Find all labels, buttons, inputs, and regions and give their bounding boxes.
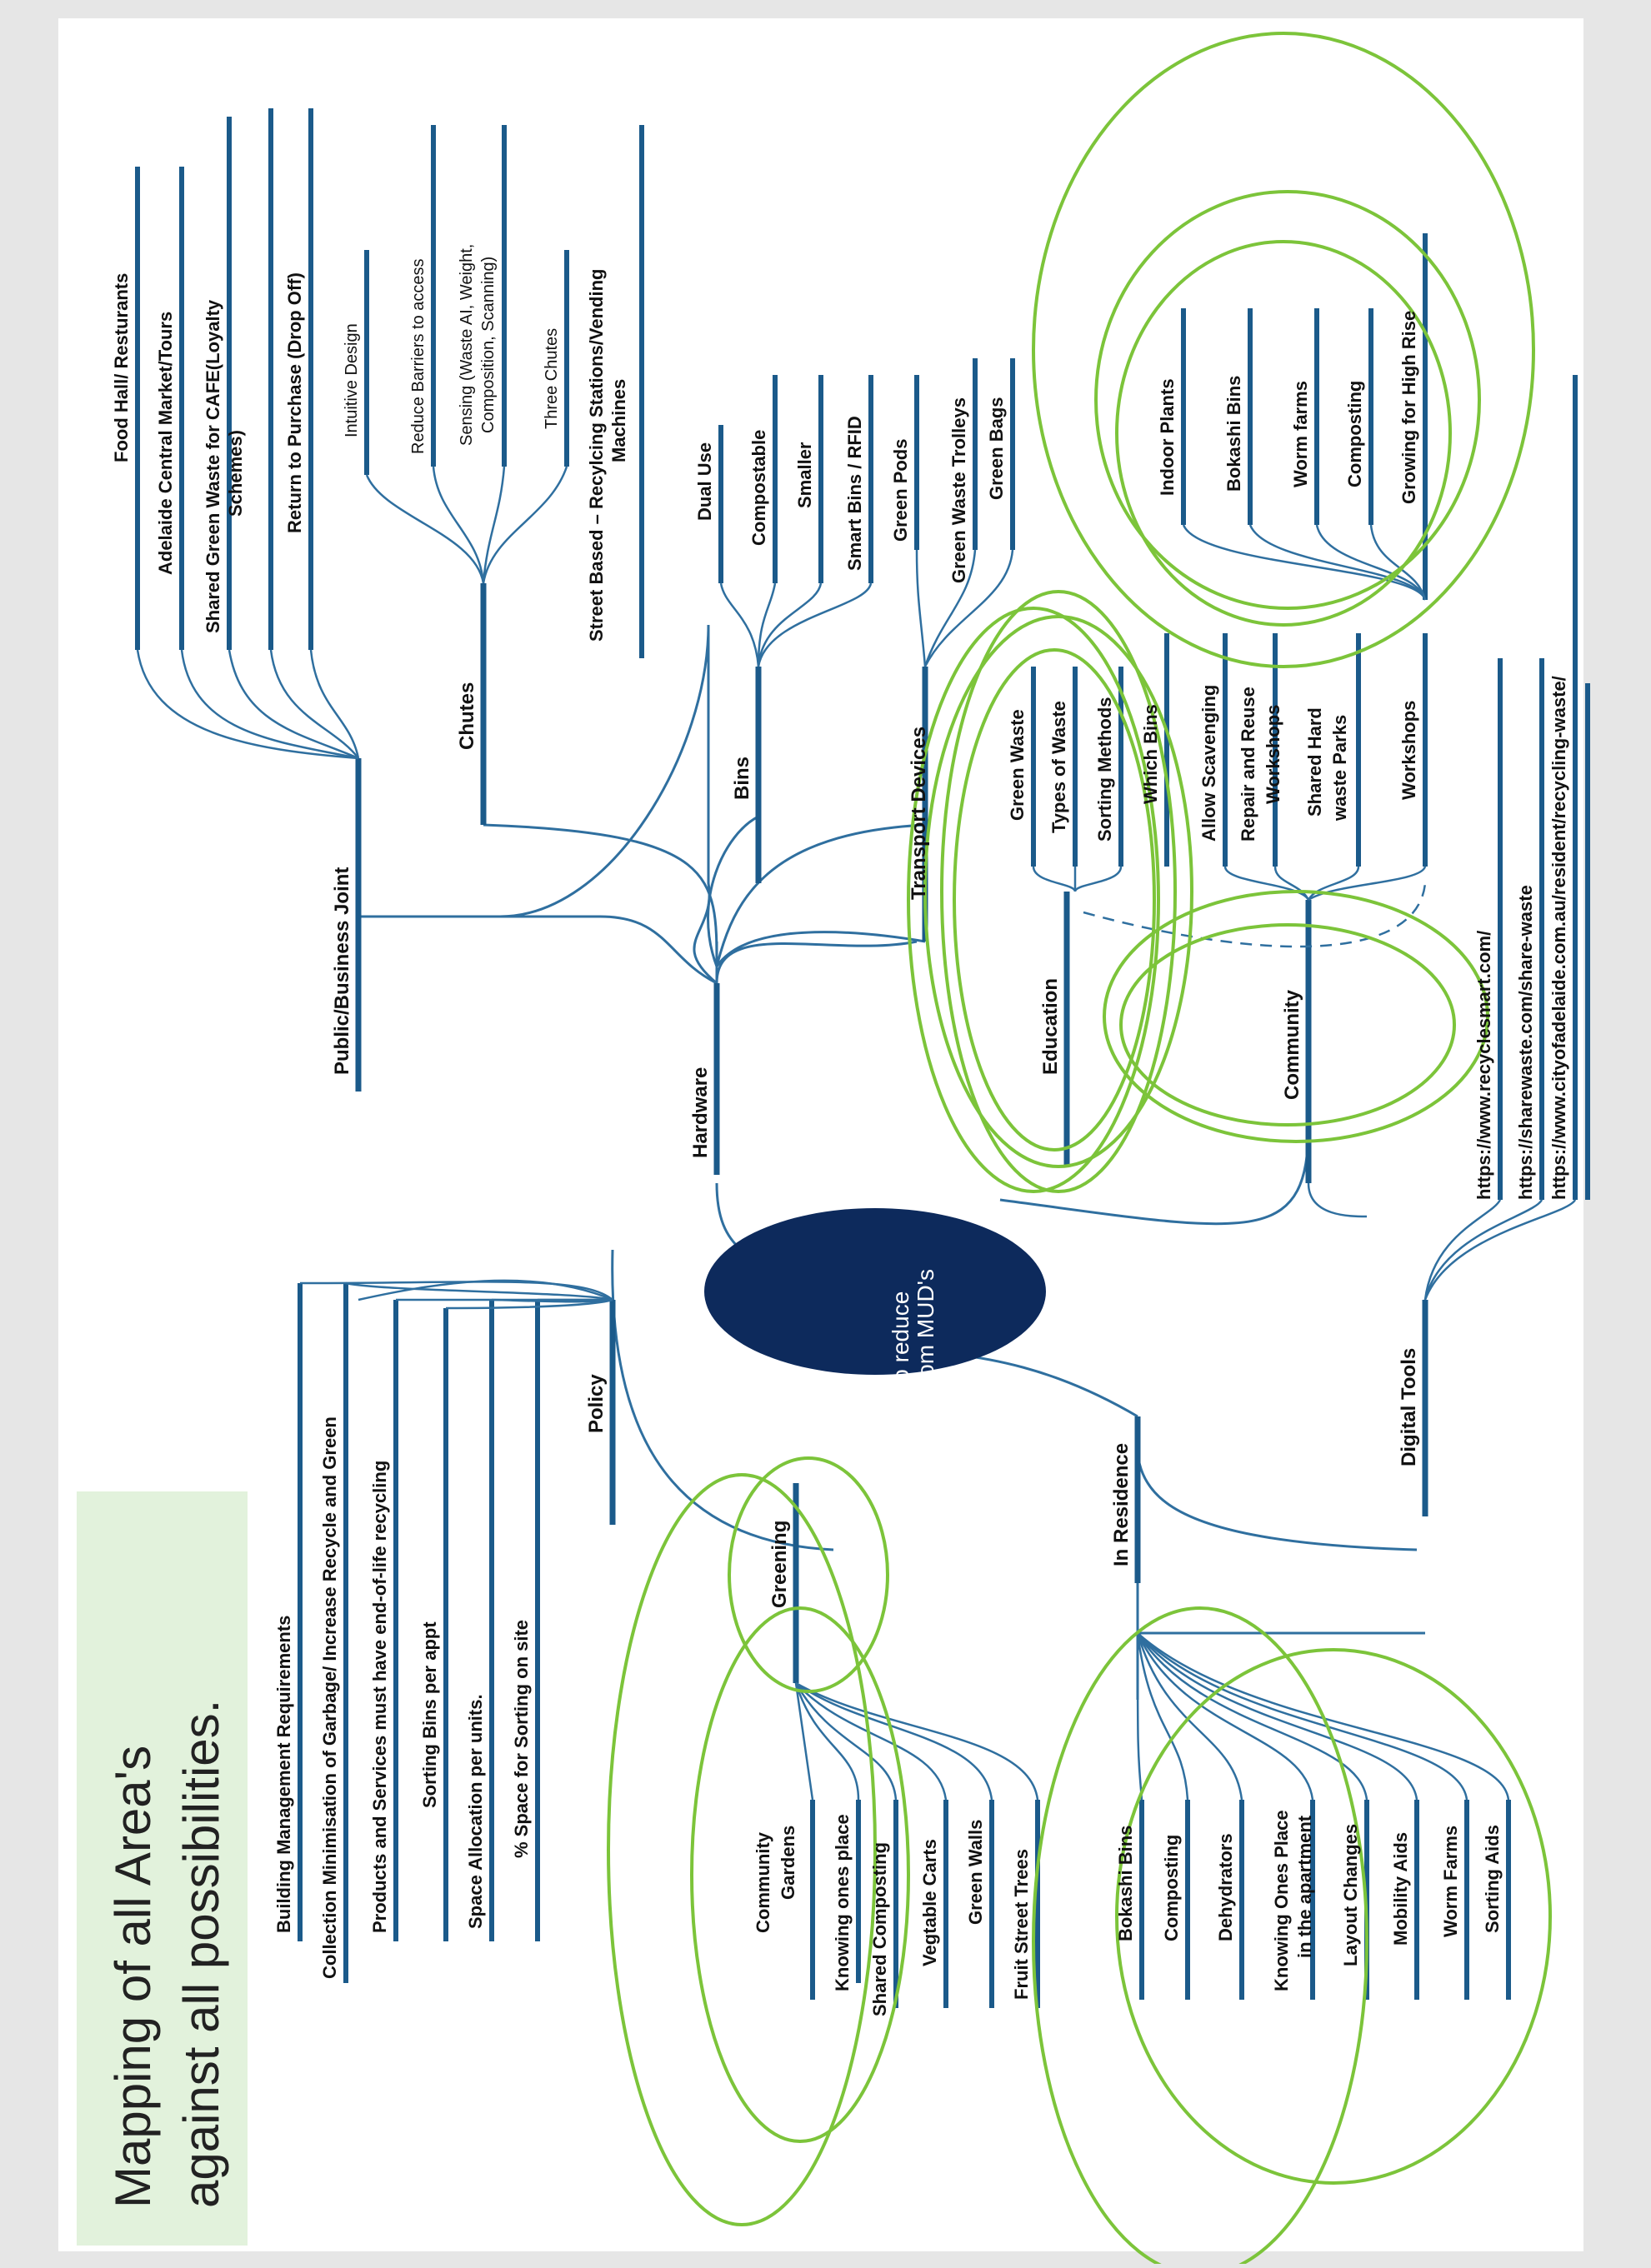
leaf-transport-2: Green Waste Trolleys xyxy=(948,397,969,583)
leaf-residence-6: Mobility Aids xyxy=(1390,1832,1411,1946)
center-text-line-1: How to reduce xyxy=(888,1291,913,1442)
leaf-street-2: Machines xyxy=(608,379,629,462)
leaf-policy-2: Collection Minimisation of Garbage/ Incr… xyxy=(319,1416,340,1979)
leaf-highrise-2: Bokashi Bins xyxy=(1223,376,1244,492)
leaf-greening-2: Knowing ones place xyxy=(832,1814,853,1991)
hub-label-policy: Policy xyxy=(585,1374,608,1433)
leaf-community-3b: waste Parks xyxy=(1329,715,1350,822)
hub-label-education: Education xyxy=(1039,978,1062,1075)
leaf-residence-4b: in the apartment xyxy=(1294,1815,1315,1958)
leaf-highrise-5: Growing for High Rise xyxy=(1398,311,1419,504)
hub-label-hardware: Hardware xyxy=(689,1067,712,1158)
leaf-policy-3: Products and Services must have end-of-l… xyxy=(369,1461,390,1933)
leaf-policy-6: % Space for Sorting on site xyxy=(511,1620,532,1858)
leaf-public-4: Return to Purchase (Drop Off) xyxy=(284,272,305,533)
leaf-bars xyxy=(135,108,1590,2008)
leaf-bins-2: Compostable xyxy=(748,430,769,546)
hub-label-transport: Transport Devices xyxy=(908,727,930,900)
leaf-policy-5: Space Allocation per units. xyxy=(465,1694,486,1929)
leaf-policy-1: Building Management Requirements xyxy=(273,1616,294,1933)
leaf-digital-3: https://www.cityofadelaide.com.au/reside… xyxy=(1548,676,1569,1200)
title-line-2: against all possibilities. xyxy=(173,1700,229,2208)
highlight-circles xyxy=(607,32,1552,2268)
leaf-residence-4a: Knowing Ones Place xyxy=(1271,1810,1292,1991)
fan-connectors xyxy=(136,466,1577,1801)
leaf-residence-8: Sorting Aids xyxy=(1482,1825,1503,1933)
leaf-residence-1: Bokashi Bins xyxy=(1115,1826,1136,1941)
leaf-highrise-1: Indoor Plants xyxy=(1157,378,1178,496)
leaf-chutes-2: Reduce Barriers to access xyxy=(409,258,428,454)
leaf-public-3a: Shared Green Waste for CAFE(Loyalty xyxy=(203,299,223,633)
center-node xyxy=(704,1208,1046,1375)
leaf-education-3: Sorting Methods xyxy=(1094,697,1115,842)
title-panel xyxy=(77,1491,248,2246)
hub-label-public: Public/Business Joint xyxy=(331,867,353,1075)
hub-label-greening: Greening xyxy=(768,1521,791,1608)
leaf-greening-6: Fruit Street Trees xyxy=(1011,1849,1032,2000)
hub-label-chutes: Chutes xyxy=(456,682,478,750)
leaf-digital-2: https://sharewaste.com/share-waste xyxy=(1515,885,1536,1200)
center-text-line-2: landfill from MUD's xyxy=(913,1269,938,1464)
hub-label-in-residence: In Residence xyxy=(1110,1443,1133,1566)
leaf-bins-3: Smaller xyxy=(794,442,815,508)
leaf-highrise-4: Composting xyxy=(1344,381,1365,487)
leaf-transport-3: Green Bags xyxy=(986,397,1007,501)
leaf-chutes-4: Three Chutes xyxy=(543,328,561,429)
leaf-education-2: Types of Waste xyxy=(1048,701,1069,833)
leaf-public-1: Food Hall/ Resturants xyxy=(111,273,132,462)
title-line-1: Mapping of all Area's xyxy=(105,1746,161,2208)
leaf-education-1: Green Waste xyxy=(1007,709,1028,821)
leaf-greening-3: Shared Composting xyxy=(869,1842,890,2016)
leaf-community-3a: Shared Hard xyxy=(1304,707,1325,817)
leaf-community-1: Allow Scavenging xyxy=(1198,685,1219,842)
leaf-street-1: Street Based – Recylcing Stations/Vendin… xyxy=(586,269,607,642)
leaf-chutes-3a: Sensing (Waste AI, Weight, xyxy=(458,244,476,446)
leaf-public-3b: Schemes) xyxy=(225,430,246,517)
leaf-greening-1b: Gardens xyxy=(778,1826,798,1900)
leaf-residence-2: Composting xyxy=(1161,1835,1182,1941)
leaf-residence-7: Worm Farms xyxy=(1440,1826,1461,1937)
leaf-policy-4: Sorting Bins per appt xyxy=(419,1621,440,1808)
leaf-chutes-1: Intuitive Design xyxy=(343,323,361,437)
hub-label-bins: Bins xyxy=(731,757,753,800)
leaf-residence-5: Layout Changes xyxy=(1340,1824,1361,1966)
leaf-greening-1a: Community xyxy=(753,1831,773,1933)
leaf-transport-1: Green Pods xyxy=(890,439,911,542)
leaf-residence-3: Dehydrators xyxy=(1215,1833,1236,1941)
leaf-education-4: Which Bins xyxy=(1140,704,1161,804)
leaf-bins-4: Smart Bins / RFID xyxy=(844,416,865,571)
leaf-community-2a: Repair and Reuse xyxy=(1238,687,1258,842)
leaf-greening-5: Green Walls xyxy=(965,1820,986,1925)
leaf-community-2b: Workshops xyxy=(1263,705,1283,804)
leaf-chutes-3b: Composition, Scanning) xyxy=(479,257,498,433)
leaf-community-4: Workshops xyxy=(1398,701,1419,800)
leaf-bins-1: Dual Use xyxy=(694,442,715,521)
hub-label-community: Community xyxy=(1281,989,1303,1100)
leaf-public-2: Adelaide Central Market/Tours xyxy=(155,312,176,575)
leaf-highrise-3: Worm farms xyxy=(1290,381,1311,487)
leaf-greening-4: Vegtable Carts xyxy=(919,1839,940,1966)
hub-label-digital-tools: Digital Tools xyxy=(1398,1348,1420,1466)
leaf-digital-1: https://www.recyclesmart.com/ xyxy=(1473,931,1494,1200)
dashed-link xyxy=(1083,882,1427,948)
